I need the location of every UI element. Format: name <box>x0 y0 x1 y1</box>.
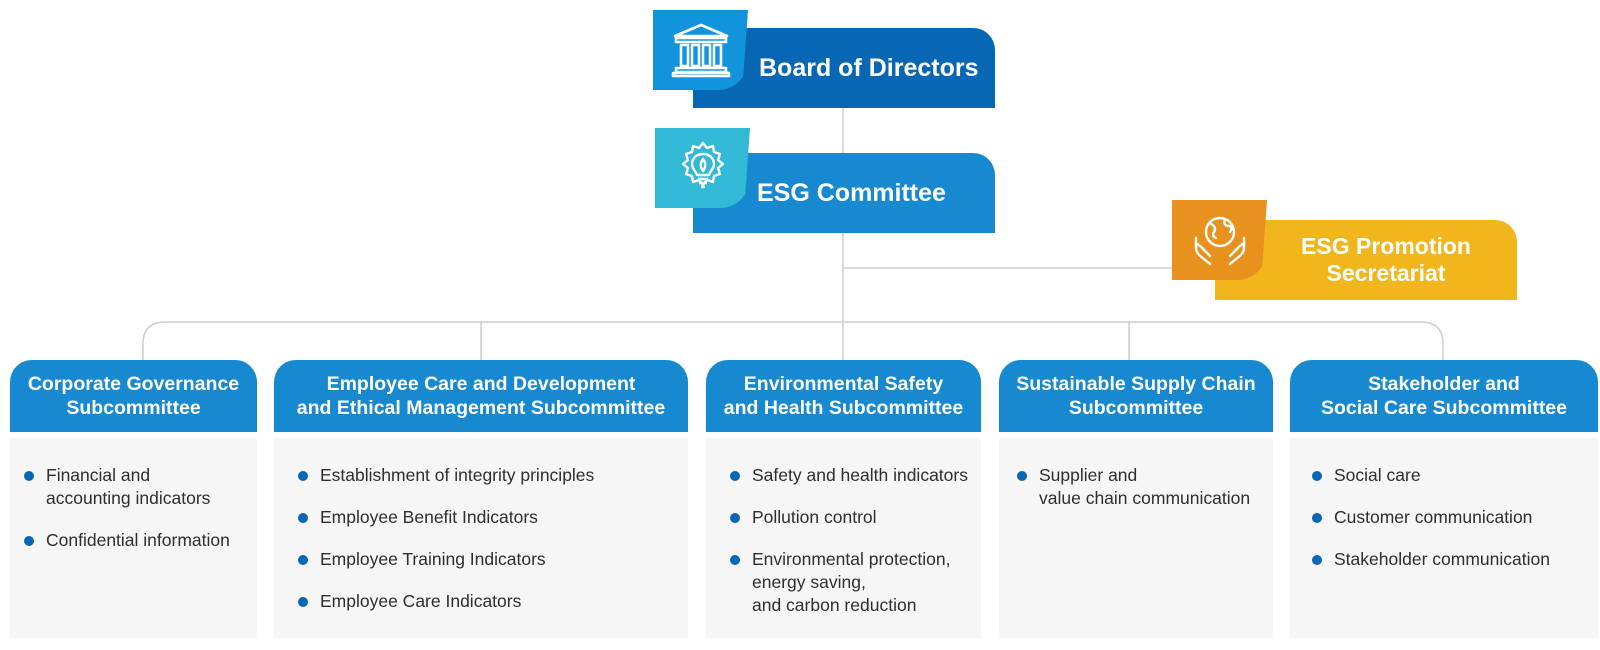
subcommittee-title-line2: and Health Subcommittee <box>723 397 964 419</box>
list-item-text: Employee Training Indicators <box>320 549 546 569</box>
subcommittee-header: Employee Care and Development and Ethica… <box>274 360 688 432</box>
bullet-dot <box>1017 471 1027 481</box>
subcommittee-title-line1: Corporate Governance <box>27 373 240 395</box>
subcommittee-title-line1: Sustainable Supply Chain <box>1016 373 1256 395</box>
list-item: Employee Care Indicators <box>298 590 678 613</box>
subcommittee-body: Financial and accounting indicators Conf… <box>10 438 257 638</box>
bullet-dot <box>730 555 740 565</box>
list-item: Pollution control <box>730 506 971 529</box>
list-item-text: energy saving, <box>752 572 866 592</box>
list-item: Supplier and value chain communication <box>1017 464 1263 510</box>
list-item-text: and carbon reduction <box>752 595 917 615</box>
list-item-text: Stakeholder communication <box>1334 549 1550 569</box>
subcommittee-column-3: Environmental Safety and Health Subcommi… <box>706 360 981 638</box>
bank-building-icon <box>671 23 730 78</box>
subcommittee-column-1: Corporate Governance Subcommittee Financ… <box>10 360 257 638</box>
subcommittee-body: Establishment of integrity principles Em… <box>274 438 688 638</box>
esg-committee-label: ESG Committee <box>757 178 946 207</box>
subcommittee-header: Stakeholder and Social Care Subcommittee <box>1290 360 1598 432</box>
list-item-text: Confidential information <box>46 530 230 550</box>
list-item-text: Establishment of integrity principles <box>320 465 595 485</box>
subcommittee-header: Environmental Safety and Health Subcommi… <box>706 360 981 432</box>
esg-committee-icon-tab <box>655 128 750 208</box>
bullet-dot <box>298 555 308 565</box>
subcommittee-title-line1: Employee Care and Development <box>326 373 636 395</box>
list-item: Financial and accounting indicators <box>24 464 247 510</box>
subcommittee-bus-line <box>142 321 1444 360</box>
subcommittee-header: Sustainable Supply Chain Subcommittee <box>999 360 1273 432</box>
bullet-dot <box>1312 471 1322 481</box>
list-item-text: Employee Care Indicators <box>320 591 522 611</box>
globe-hands-icon <box>1194 216 1245 266</box>
list-item: Employee Benefit Indicators <box>298 506 678 529</box>
list-item: Confidential information <box>24 529 247 552</box>
subcommittee-header: Corporate Governance Subcommittee <box>10 360 257 432</box>
promotion-label-line2: Secretariat <box>1326 260 1446 286</box>
list-item: Stakeholder communication <box>1312 548 1588 571</box>
bullet-dot <box>730 513 740 523</box>
list-item-text: Financial and <box>46 465 151 485</box>
subcommittee-title-line2: Subcommittee <box>1068 397 1204 419</box>
lightbulb-gear-icon <box>681 141 724 189</box>
bullet-dot <box>1312 513 1322 523</box>
bullet-dot <box>24 471 34 481</box>
board-label: Board of Directors <box>759 53 979 82</box>
list-item: Environmental protection, energy saving,… <box>730 548 971 617</box>
subcommittee-title-line2: Subcommittee <box>66 397 201 419</box>
list-item-text: Customer communication <box>1334 507 1533 527</box>
bullet-dot <box>1312 555 1322 565</box>
board-icon-tab <box>653 10 748 90</box>
list-item-text: accounting indicators <box>46 488 211 508</box>
subcommittee-title-line1: Stakeholder and <box>1368 373 1520 395</box>
subcommittee-body: Social care Customer communication Stake… <box>1290 438 1598 638</box>
bullet-dot <box>298 597 308 607</box>
list-item-text: Social care <box>1334 465 1421 485</box>
bullet-dot <box>730 471 740 481</box>
subcommittee-column-2: Employee Care and Development and Ethica… <box>274 360 688 638</box>
subcommittee-body: Supplier and value chain communication <box>999 438 1273 638</box>
list-item: Establishment of integrity principles <box>298 464 678 487</box>
bullet-dot <box>298 513 308 523</box>
list-item-text: value chain communication <box>1039 488 1251 508</box>
list-item-text: Employee Benefit Indicators <box>320 507 538 527</box>
subcommittee-column-4: Sustainable Supply Chain Subcommittee Su… <box>999 360 1273 638</box>
subcommittee-title-line2: and Ethical Management Subcommittee <box>296 397 666 419</box>
subcommittee-title-line1: Environmental Safety <box>743 373 944 395</box>
list-item: Social care <box>1312 464 1588 487</box>
esg-promotion-secretariat-box: ESG Promotion Secretariat <box>1215 220 1517 300</box>
subcommittee-column-5: Stakeholder and Social Care Subcommittee… <box>1290 360 1598 638</box>
list-item-text: Safety and health indicators <box>752 465 968 485</box>
promotion-icon-tab <box>1172 200 1267 280</box>
list-item: Customer communication <box>1312 506 1588 529</box>
list-item: Safety and health indicators <box>730 464 971 487</box>
list-item-text: Pollution control <box>752 507 877 527</box>
list-item-text: Supplier and <box>1039 465 1138 485</box>
bullet-dot <box>298 471 308 481</box>
subcommittee-title-line2: Social Care Subcommittee <box>1321 397 1567 419</box>
list-item: Employee Training Indicators <box>298 548 678 571</box>
bullet-dot <box>24 536 34 546</box>
subcommittee-body: Safety and health indicators Pollution c… <box>706 438 981 638</box>
list-item-text: Environmental protection, <box>752 549 951 569</box>
promotion-label-line1: ESG Promotion <box>1301 233 1471 259</box>
